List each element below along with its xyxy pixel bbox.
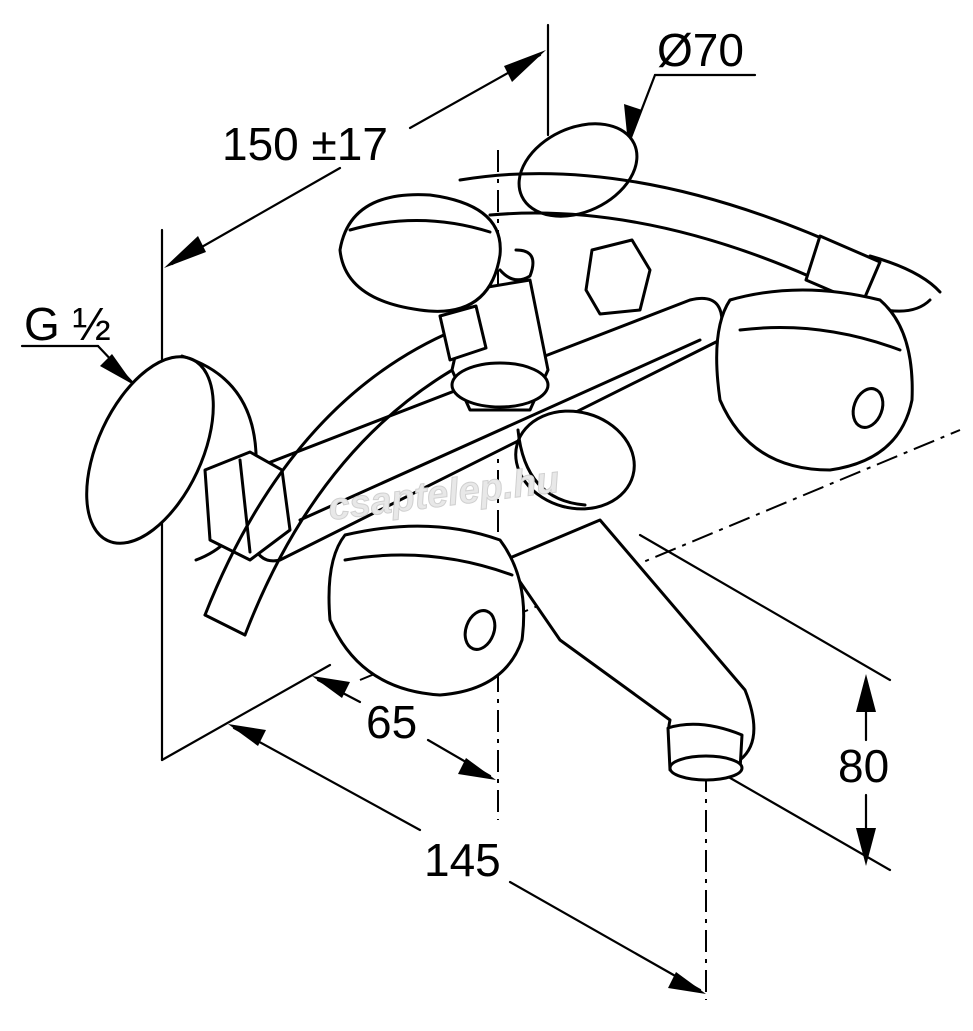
rear-wall-rosette bbox=[517, 122, 639, 218]
spout-outlet bbox=[668, 754, 744, 782]
offset-arrow-left bbox=[312, 676, 350, 698]
upper-hose-outer bbox=[458, 172, 872, 262]
holder-hook bbox=[498, 248, 535, 282]
diverter-knob-edge bbox=[516, 428, 587, 507]
thread-label: G ½ bbox=[24, 298, 111, 350]
shower-holder-base bbox=[450, 361, 550, 409]
length-dim-line-b bbox=[508, 880, 702, 992]
wall-distance-arrow-left bbox=[164, 236, 206, 268]
upper-hose-inner bbox=[488, 211, 862, 302]
thread-leader-arrow bbox=[100, 354, 134, 385]
wall-distance-label: 150 ±17 bbox=[222, 118, 388, 170]
shower-head-rim bbox=[348, 218, 492, 234]
lower-height-extension-line bbox=[723, 773, 892, 872]
offset-arrow-right bbox=[458, 758, 496, 780]
body-highlight-line bbox=[298, 338, 702, 522]
nut-edge-line bbox=[238, 458, 252, 554]
rosette-diameter-label: Ø70 bbox=[657, 24, 744, 76]
hose-inner-curve bbox=[243, 358, 472, 637]
rear-connector-nut bbox=[584, 238, 652, 316]
diverter-knob bbox=[514, 409, 636, 511]
left-handle-indicator bbox=[463, 609, 497, 651]
hose-end-cut bbox=[203, 613, 247, 637]
shower-head bbox=[338, 193, 502, 313]
length-arrow-left bbox=[228, 724, 266, 746]
height-label: 80 bbox=[838, 740, 889, 792]
bottom-left-extension-line bbox=[160, 663, 332, 762]
length-arrow-right bbox=[668, 972, 706, 994]
length-label: 145 bbox=[424, 834, 501, 886]
left-connector-nut bbox=[203, 450, 292, 562]
left-valve-handle bbox=[327, 524, 526, 697]
upper-height-extension-line bbox=[638, 533, 892, 682]
handle-axis-line bbox=[359, 429, 961, 681]
hose-nut bbox=[438, 304, 488, 362]
wall-distance-arrow-right bbox=[504, 50, 546, 82]
hose-outer-curve bbox=[203, 328, 457, 617]
rosette-leader-line bbox=[628, 73, 657, 142]
right-handle-indicator bbox=[851, 387, 885, 429]
right-valve-handle bbox=[715, 288, 914, 472]
left-handle-crest bbox=[343, 553, 514, 577]
right-handle-crest bbox=[738, 326, 902, 352]
length-dim-line-a bbox=[232, 726, 422, 832]
height-arrow-top bbox=[856, 674, 876, 712]
height-arrow-bottom bbox=[856, 828, 876, 866]
offset-label: 65 bbox=[366, 696, 417, 748]
spout bbox=[503, 518, 756, 762]
